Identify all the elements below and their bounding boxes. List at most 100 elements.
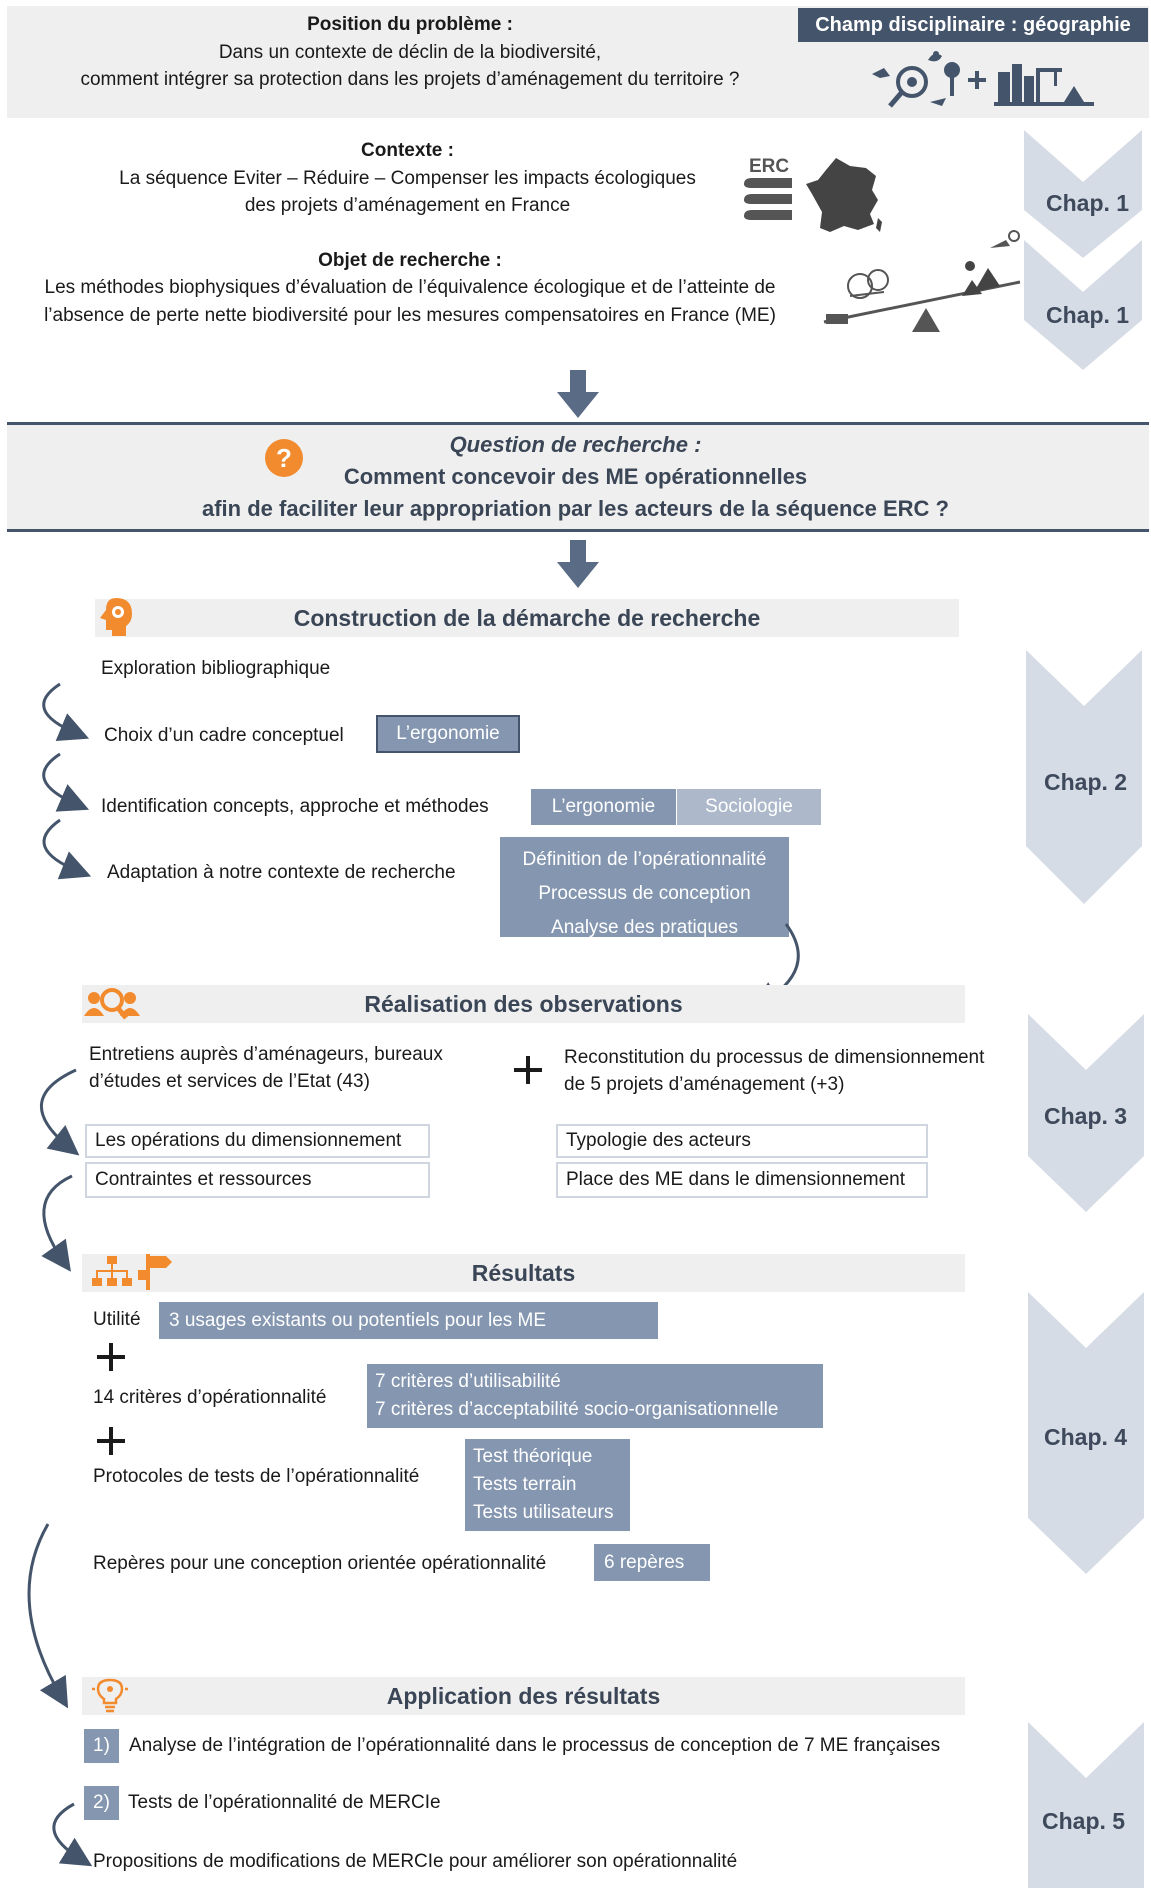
head-gear-icon — [100, 598, 132, 636]
chapter-5-label: Chap. 5 — [1042, 1808, 1126, 1834]
reperes-label: Repères pour une conception orientée opé… — [93, 1553, 547, 1574]
object-title: Objet de recherche : — [318, 250, 502, 271]
chapter-1-label-a: Chap. 1 — [1046, 190, 1130, 216]
balance-icon — [823, 230, 1021, 332]
object-line-1: Les méthodes biophysiques d’évaluation d… — [44, 277, 776, 298]
erc-label: ERC — [749, 156, 790, 177]
protocoles-box: Test théorique Tests terrain Tests utili… — [465, 1439, 630, 1531]
chapter-3-label: Chap. 3 — [1044, 1103, 1128, 1129]
observations-header: Réalisation des observations — [82, 985, 965, 1023]
item-2-number: 2) — [84, 1786, 119, 1820]
ergonomie-box-1-label: L’ergonomie — [396, 723, 500, 744]
application-item-3: Propositions de modifications de MERCIe … — [93, 1851, 738, 1872]
observations-title: Réalisation des observations — [364, 990, 683, 1017]
context-line-1: La séquence Eviter – Réduire – Compenser… — [119, 168, 696, 189]
typologie-box: Typologie des acteurs — [556, 1124, 928, 1158]
criteres-label: 14 critères d’opérationnalité — [93, 1387, 327, 1408]
criteres-item-2: 7 critères d’acceptabilité socio-organis… — [375, 1399, 779, 1420]
adaptation-item-1: Définition de l’opérationnalité — [522, 849, 767, 870]
svg-text:?: ? — [276, 443, 292, 473]
results-title: Résultats — [471, 1259, 576, 1286]
step-cadre: Choix d’un cadre conceptuel — [104, 725, 344, 746]
item-2-number-label: 2) — [93, 1792, 110, 1813]
construction-header: Construction de la démarche de recherche — [95, 599, 959, 637]
adaptation-box: Définition de l’opérationnalité Processu… — [500, 837, 789, 938]
criteres-item-1: 7 critères d’utilisabilité — [375, 1371, 561, 1392]
chapter-4-label: Chap. 4 — [1044, 1424, 1128, 1450]
context-line-2: des projets d’aménagement en France — [244, 195, 571, 216]
utilite-label: Utilité — [93, 1309, 141, 1330]
org-chart-icon — [92, 1256, 132, 1286]
application-header: Application des résultats — [82, 1677, 965, 1715]
plus-icon-observations — [514, 1056, 542, 1084]
chapter-2-label: Chap. 2 — [1044, 769, 1128, 795]
question-title: Question de recherche : — [449, 432, 702, 457]
question-line-1: Comment concevoir des ME opérationnelles — [343, 464, 808, 489]
application-title: Application des résultats — [386, 1682, 661, 1709]
item-1-number: 1) — [84, 1729, 119, 1763]
chapter-2-chevron — [1026, 650, 1142, 904]
observations-right-line-2: de 5 projets d’aménagement (+3) — [564, 1074, 845, 1095]
books-icon — [744, 178, 792, 220]
lightbulb-icon — [92, 1678, 128, 1713]
sociologie-box: Sociologie — [677, 789, 821, 825]
application-item-2: Tests de l’opérationnalité de MERCIe — [128, 1792, 441, 1813]
ergonomie-box-2-label: L’ergonomie — [551, 796, 656, 817]
problem-title: Position du problème : — [307, 14, 513, 35]
discipline-badge: Champ disciplinaire : géographie — [798, 8, 1148, 42]
ergonomie-box-2: L’ergonomie — [531, 789, 676, 825]
people-search-icon — [84, 988, 140, 1020]
protocoles-label: Protocoles de tests de l’opérationnalité — [93, 1466, 420, 1487]
contraintes-box-label: Contraintes et ressources — [95, 1169, 312, 1190]
observations-right-line-1: Reconstitution du processus de dimension… — [564, 1047, 985, 1068]
protocoles-item-3: Tests utilisateurs — [473, 1502, 614, 1523]
typologie-box-label: Typologie des acteurs — [566, 1130, 751, 1151]
problem-line-1: Dans un contexte de déclin de la biodive… — [218, 42, 602, 63]
place-me-box-label: Place des ME dans le dimensionnement — [566, 1169, 906, 1190]
chapter-1-label-b: Chap. 1 — [1046, 302, 1130, 328]
protocoles-item-2: Tests terrain — [473, 1474, 577, 1495]
france-map-icon — [806, 158, 882, 232]
application-item-1: Analyse de l’intégration de l’opérationn… — [129, 1735, 941, 1756]
results-header: Résultats — [82, 1254, 965, 1292]
utilite-box-label: 3 usages existants ou potentiels pour le… — [169, 1309, 547, 1331]
signpost-icon — [138, 1254, 172, 1290]
chapter-1-chevrons — [1024, 130, 1142, 370]
criteres-box: 7 critères d’utilisabilité 7 critères d’… — [367, 1364, 823, 1428]
plus-icon-results-2 — [97, 1427, 125, 1455]
chapter-3-chevron — [1028, 1014, 1144, 1212]
down-arrow-1 — [557, 370, 599, 418]
chapter-4-chevron — [1028, 1292, 1144, 1574]
step-adaptation: Adaptation à notre contexte de recherche — [107, 862, 456, 883]
question-icon: ? — [265, 439, 303, 477]
observations-left-line-1: Entretiens auprès d’aménageurs, bureaux — [89, 1044, 443, 1065]
down-arrow-2 — [557, 540, 599, 588]
place-me-box: Place des ME dans le dimensionnement — [556, 1162, 928, 1198]
observations-left-line-2: d’études et services de l’Etat (43) — [89, 1071, 370, 1092]
adaptation-item-2: Processus de conception — [538, 883, 751, 904]
discipline-label: Champ disciplinaire : géographie — [815, 13, 1131, 36]
contraintes-box: Contraintes et ressources — [85, 1162, 430, 1198]
chapter-5-chevron — [1028, 1722, 1144, 1888]
utilite-box: 3 usages existants ou potentiels pour le… — [159, 1302, 658, 1339]
question-line-2: afin de faciliter leur appropriation par… — [201, 496, 949, 521]
reperes-box: 6 repères — [594, 1544, 710, 1581]
question-block — [7, 422, 1149, 532]
adaptation-item-3: Analyse des pratiques — [551, 917, 738, 938]
ergonomie-box-1: L’ergonomie — [376, 715, 520, 753]
item-1-number-label: 1) — [93, 1735, 110, 1756]
operations-box: Les opérations du dimensionnement — [85, 1124, 430, 1158]
reperes-box-label: 6 repères — [604, 1551, 685, 1573]
sociologie-box-label: Sociologie — [705, 796, 793, 817]
construction-title: Construction de la démarche de recherche — [293, 604, 761, 631]
problem-line-2: comment intégrer sa protection dans les … — [80, 69, 740, 90]
object-line-2: l’absence de perte nette biodiversité po… — [44, 305, 776, 326]
step-identification: Identification concepts, approche et mét… — [101, 796, 489, 817]
context-title: Contexte : — [361, 140, 454, 161]
biodiversity-city-icon — [872, 51, 1094, 108]
plus-icon-results-1 — [97, 1343, 125, 1371]
protocoles-item-1: Test théorique — [473, 1446, 593, 1467]
operations-box-label: Les opérations du dimensionnement — [95, 1130, 402, 1151]
step-exploration: Exploration bibliographique — [101, 658, 331, 679]
